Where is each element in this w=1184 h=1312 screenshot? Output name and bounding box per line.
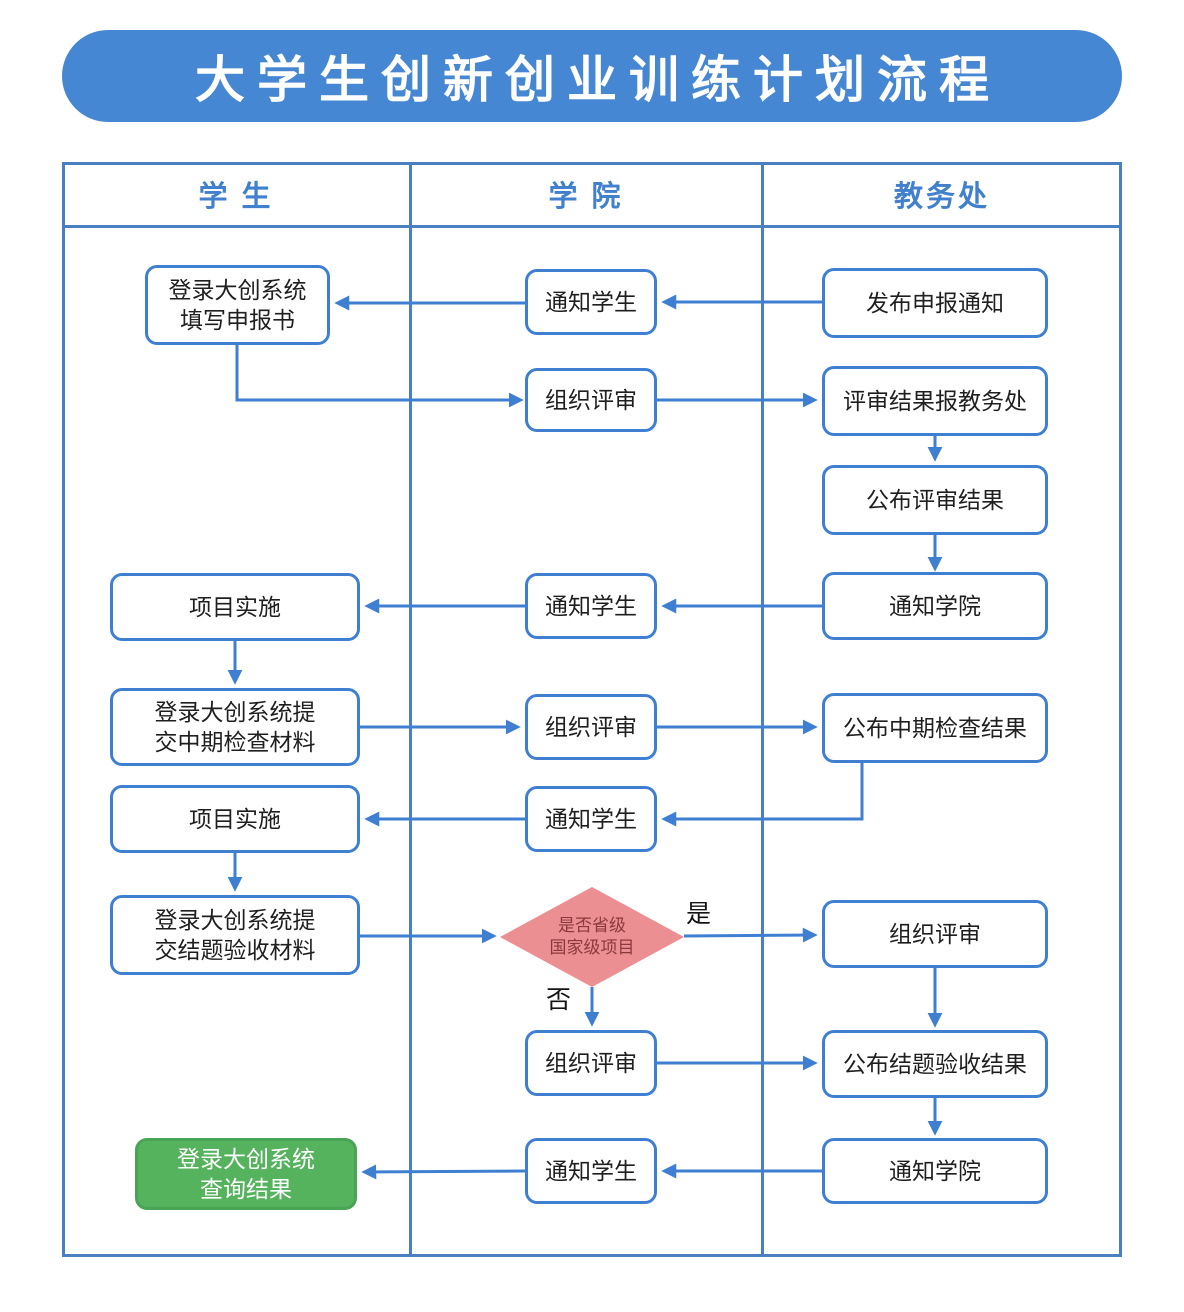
node-announce-review-results: 公布评审结果 xyxy=(822,465,1048,535)
node-announce-final-acceptance-results: 公布结题验收结果 xyxy=(822,1030,1048,1098)
node-organize-review-2: 组织评审 xyxy=(525,694,657,760)
node-login-fill-application: 登录大创系统 填写申报书 xyxy=(145,265,330,345)
node-notify-college-1: 通知学院 xyxy=(822,572,1048,640)
lane-header-office: 教务处 xyxy=(893,181,990,213)
node-notify-students-2: 通知学生 xyxy=(525,573,657,639)
node-publish-application-notice: 发布申报通知 xyxy=(822,268,1048,338)
node-notify-students-1: 通知学生 xyxy=(525,269,657,335)
lane-header-student: 学 生 xyxy=(198,181,274,213)
edge-label-yes: 是 xyxy=(686,900,712,928)
lane-header-college: 学 院 xyxy=(548,181,624,213)
node-project-implementation-1: 项目实施 xyxy=(110,573,360,641)
node-submit-final-acceptance-materials: 登录大创系统提 交结题验收材料 xyxy=(110,895,360,975)
edge-label-no: 否 xyxy=(546,986,572,1014)
node-announce-midterm-results: 公布中期检查结果 xyxy=(822,693,1048,763)
node-notify-students-4: 通知学生 xyxy=(525,1138,657,1204)
node-login-query-results: 登录大创系统 查询结果 xyxy=(135,1138,357,1210)
node-notify-college-2: 通知学院 xyxy=(822,1138,1048,1204)
node-organize-review-office: 组织评审 xyxy=(822,900,1048,968)
lane-divider-college-office xyxy=(761,162,764,1257)
node-submit-midterm-materials: 登录大创系统提 交中期检查材料 xyxy=(110,688,360,766)
header-divider-line xyxy=(62,225,1122,228)
node-organize-review-3: 组织评审 xyxy=(525,1030,657,1096)
node-report-review-results: 评审结果报教务处 xyxy=(822,366,1048,436)
title-banner: 大学生创新创业训练计划流程 xyxy=(62,30,1122,122)
swimlane-frame xyxy=(62,162,1122,1257)
node-project-implementation-2: 项目实施 xyxy=(110,785,360,853)
page-title: 大学生创新创业训练计划流程 xyxy=(195,52,1001,108)
node-organize-review-1: 组织评审 xyxy=(525,368,657,432)
lane-divider-student-college xyxy=(409,162,412,1257)
node-notify-students-3: 通知学生 xyxy=(525,786,657,852)
